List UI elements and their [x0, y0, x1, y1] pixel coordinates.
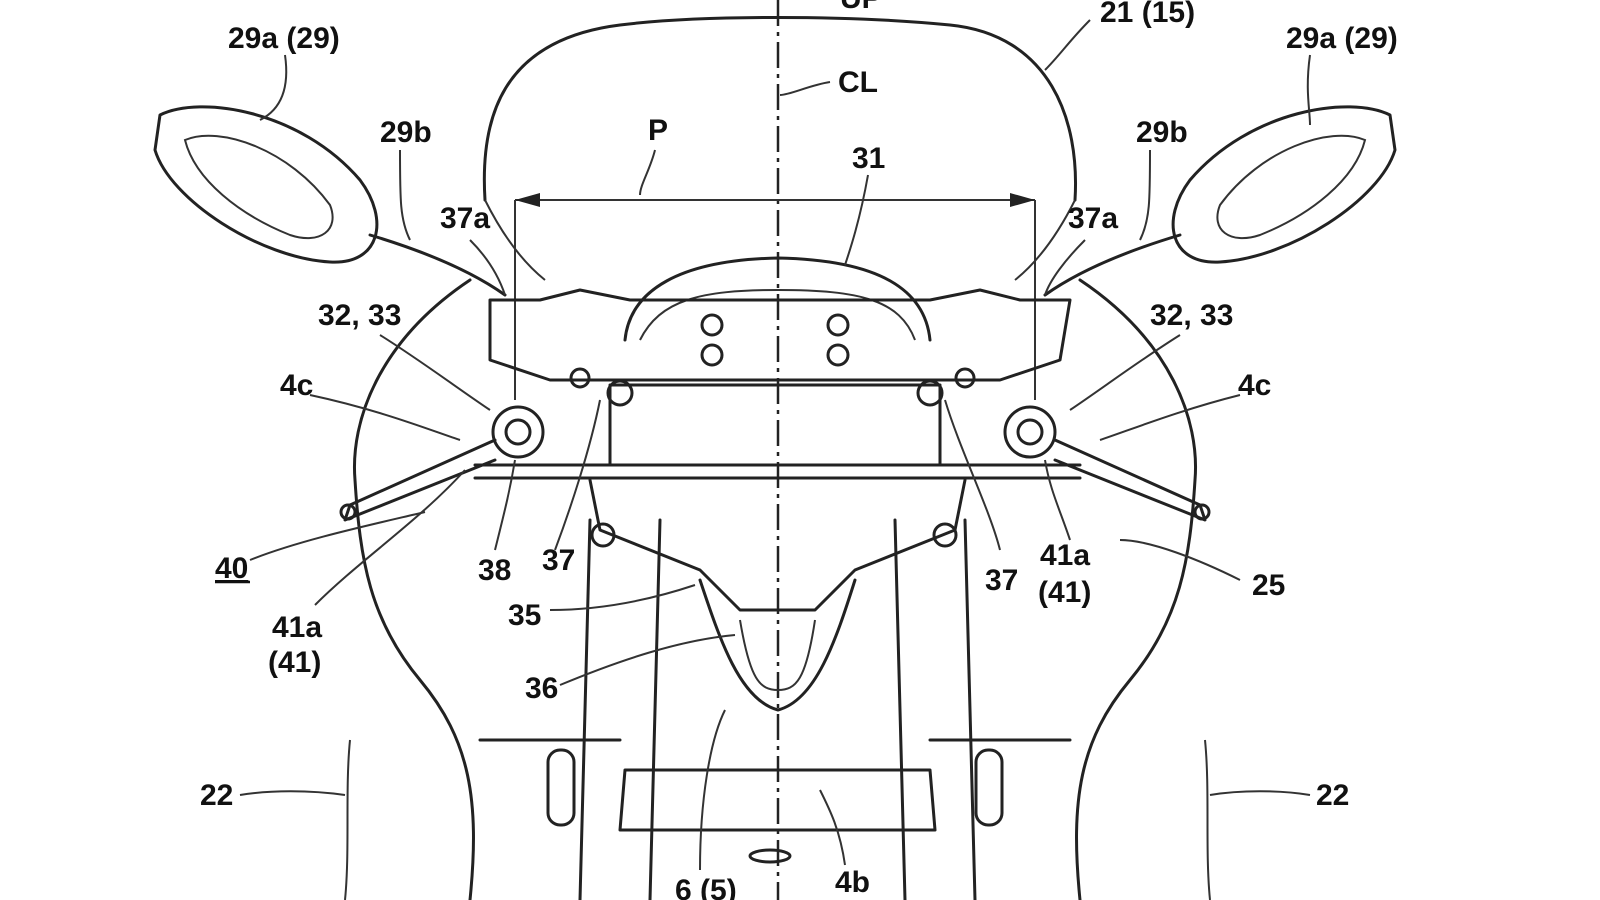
mirror-glass-left: [183, 134, 334, 240]
label-22-left: 22: [200, 779, 233, 812]
handlebar-right: [1053, 438, 1207, 522]
side-cover-right: [1204, 739, 1211, 900]
label-21: 21 (15): [1100, 0, 1195, 29]
windscreen-lower-right: [1014, 199, 1076, 281]
label-32-33-left: 32, 33: [318, 299, 401, 332]
label-4c-left: 4c: [280, 369, 313, 402]
label-41-right: (41): [1038, 576, 1091, 609]
label-37a-right: 37a: [1068, 202, 1118, 235]
label-up: UP: [840, 0, 882, 15]
label-41a-left: 41a: [272, 611, 322, 644]
mirror-left: [153, 105, 379, 264]
windscreen: [482, 16, 1078, 202]
upper-bracket: [488, 288, 1072, 382]
label-37a-left: 37a: [440, 202, 490, 235]
hole: [569, 367, 591, 389]
label-6-5: 6 (5): [675, 874, 737, 900]
mirror-stay-left: [368, 233, 507, 297]
label-29a-right: 29a (29): [1286, 22, 1398, 55]
handlebar-left: [343, 438, 497, 522]
meter-lens: [639, 288, 916, 341]
bar-end: [1193, 503, 1211, 521]
handle-clamp-right: [1003, 405, 1057, 459]
bolt-stack: [974, 748, 1004, 827]
side-cover-left: [344, 739, 351, 900]
stay-36: [698, 578, 857, 712]
stay-36-inner: [739, 619, 816, 692]
bridge-nut: [748, 848, 792, 864]
clamp-bore: [504, 418, 532, 446]
label-40: 40: [215, 552, 248, 585]
bolt-stack: [546, 748, 576, 827]
bottom-bridge: [618, 768, 937, 832]
frame-35: [588, 478, 967, 612]
mount: [590, 522, 616, 548]
label-31: 31: [852, 142, 885, 175]
hole: [954, 367, 976, 389]
fairing-left: [352, 278, 475, 900]
label-41-left: (41): [268, 646, 321, 679]
label-35: 35: [508, 599, 541, 632]
mirror-stay-right: [1043, 233, 1182, 297]
leader-lines: [239, 19, 1311, 871]
bolt: [700, 313, 724, 337]
label-36: 36: [525, 672, 558, 705]
arrow-right: [1010, 193, 1035, 207]
handle-clamp-left: [491, 405, 545, 459]
mirror-glass-right: [1216, 134, 1367, 240]
label-29b-right: 29b: [1136, 116, 1188, 149]
label-37-left: 37: [542, 544, 575, 577]
fairing-right: [1075, 278, 1198, 900]
label-4c-right: 4c: [1238, 369, 1271, 402]
label-29a-left: 29a (29): [228, 22, 340, 55]
mirror-right: [1171, 105, 1397, 264]
bolt: [826, 343, 850, 367]
label-32-33-right: 32, 33: [1150, 299, 1233, 332]
meter-stay: [608, 383, 942, 467]
label-37-right: 37: [985, 564, 1018, 597]
label-22-right: 22: [1316, 779, 1349, 812]
bolt: [826, 313, 850, 337]
bar-end: [339, 503, 357, 521]
label-38: 38: [478, 554, 511, 587]
label-cl: CL: [838, 66, 878, 99]
fork-left: [578, 518, 662, 900]
windscreen-lower-left: [484, 199, 546, 281]
bolt: [700, 343, 724, 367]
pivot-left: [606, 379, 634, 407]
mount: [932, 522, 958, 548]
label-29b-left: 29b: [380, 116, 432, 149]
pivot-right: [916, 379, 944, 407]
label-41a-right: 41a: [1040, 539, 1090, 572]
label-4b: 4b: [835, 866, 870, 899]
arrow-left: [515, 193, 540, 207]
fork-right: [893, 518, 977, 900]
label-p: P: [648, 114, 668, 147]
label-25: 25: [1252, 569, 1285, 602]
clamp-bore: [1016, 418, 1044, 446]
